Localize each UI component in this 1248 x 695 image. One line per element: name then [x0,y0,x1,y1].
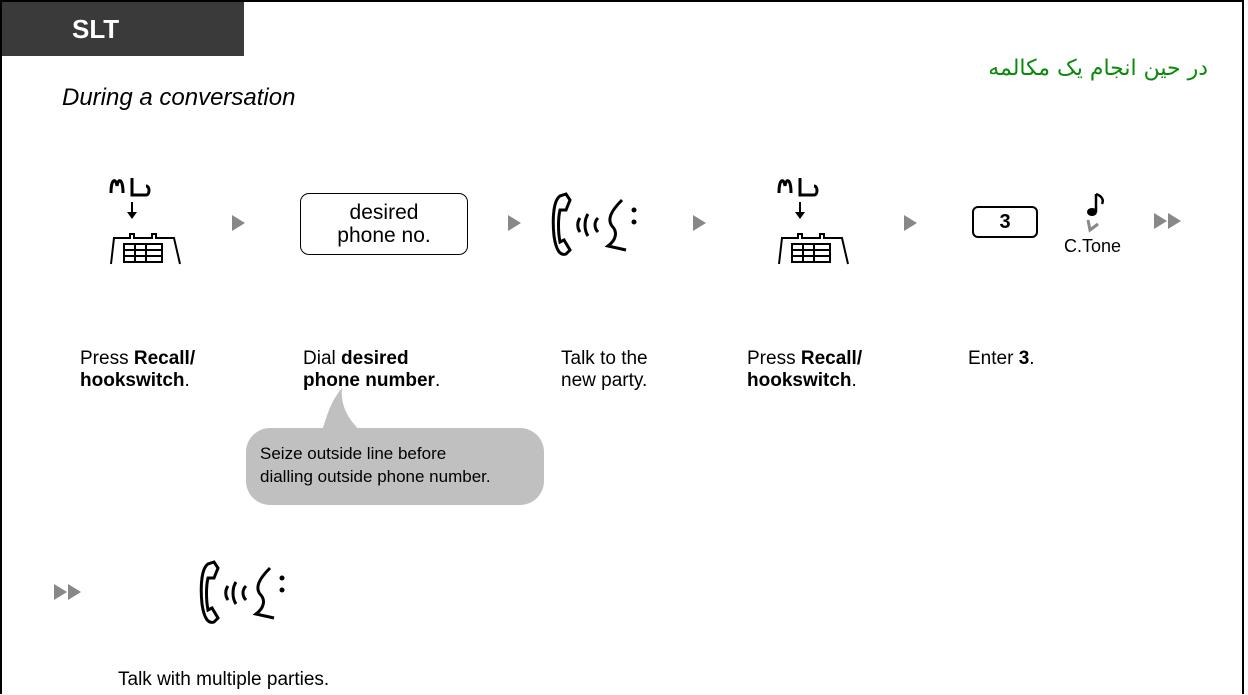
bubble-tail [320,388,368,438]
subtitle: During a conversation [62,84,296,111]
arrow-right-icon [693,215,706,231]
hint-line1: Seize outside line before [260,444,447,463]
arrow-right-icon [232,215,245,231]
confirmation-tone-icon [1086,192,1104,233]
hookswitch-icon [777,178,849,265]
hint-line2: dialling outside phone number. [260,467,491,486]
talk-handset-icon [199,560,285,624]
key-3-box: 3 [972,206,1038,238]
step-4-caption: Press Recall/ hookswitch. [747,348,863,391]
talk-handset-icon [551,192,637,256]
phone-box-line1: desired [349,201,419,224]
hint-bubble: Seize outside line before dialling outsi… [246,428,544,505]
persian-title: در حین انجام یک مکالمه [988,56,1208,81]
arrow-right-icon [904,215,917,231]
step-3-caption: Talk to the new party. [561,348,648,391]
final-caption: Talk with multiple parties. [118,669,330,690]
tone-label: C.Tone [1064,236,1122,256]
hookswitch-icon [109,178,181,265]
continue-arrows-icon [54,584,82,600]
arrow-right-icon [508,215,521,231]
slt-tab: SLT [2,2,244,56]
phone-box-line2: phone no. [337,224,431,247]
continue-arrows-icon [1154,213,1182,229]
step-1-caption: Press Recall/ hookswitch. [80,348,196,391]
step-2-caption: Dial desired phone number. [303,348,441,391]
phone-number-box: desired phone no. [300,193,468,255]
step-5-caption: Enter 3. [968,348,1035,369]
